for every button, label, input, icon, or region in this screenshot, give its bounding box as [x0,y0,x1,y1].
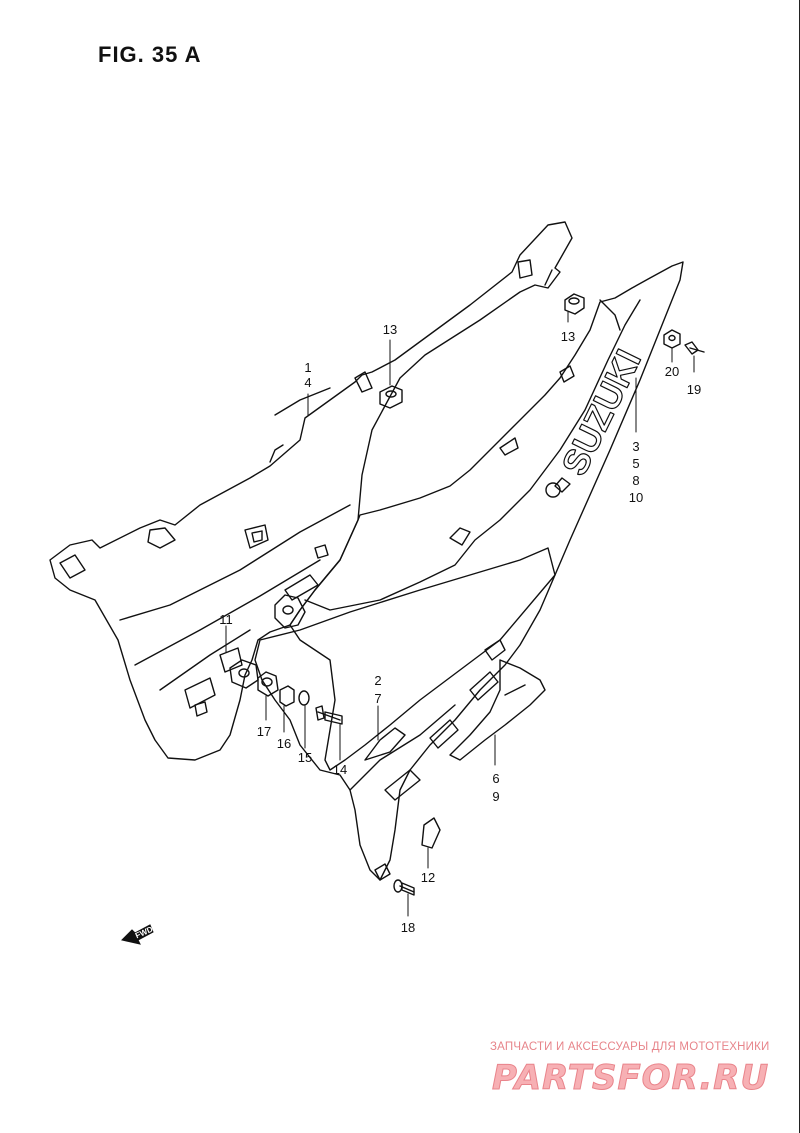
watermark-caption: ЗАПЧАСТИ И АКСЕССУАРЫ ДЛЯ МОТОТЕХНИКИ [490,1041,770,1053]
suzuki-s-emblem-icon [545,482,561,498]
frame-cover-left [49,221,573,761]
side-cover-lower [254,547,556,881]
clip-12 [421,817,441,849]
callout-14: 14 [332,762,348,777]
callout-16: 16 [276,736,292,751]
callout-15: 15 [297,750,313,765]
grommet-16 [257,671,279,697]
nut-20 [663,329,681,349]
callout-17: 17 [256,724,272,739]
callout-18: 18 [400,920,416,935]
side-cover-6-9 [449,659,546,761]
callout-13-right: 13 [560,329,576,344]
bolt-14 [315,705,343,725]
leader-lines [225,311,695,917]
nut-17 [229,659,259,689]
frame-cover-right [274,261,684,771]
watermark-logo: PARTSFOR.RU [491,1058,770,1099]
bolt-18 [393,879,415,896]
callout-12: 12 [420,870,436,885]
callout-11: 11 [219,612,233,627]
bolt-19 [684,341,705,355]
washer-14a [298,690,310,706]
figure-title: FIG. 35 A [98,42,202,67]
grommet-13-right [564,293,585,315]
collar-15 [279,685,295,707]
grommet-13-left [379,385,403,409]
callout-20: 20 [664,364,680,379]
fwd-arrow-icon [121,924,154,945]
callout-19: 19 [686,382,702,397]
callout-13-left: 13 [382,322,398,337]
